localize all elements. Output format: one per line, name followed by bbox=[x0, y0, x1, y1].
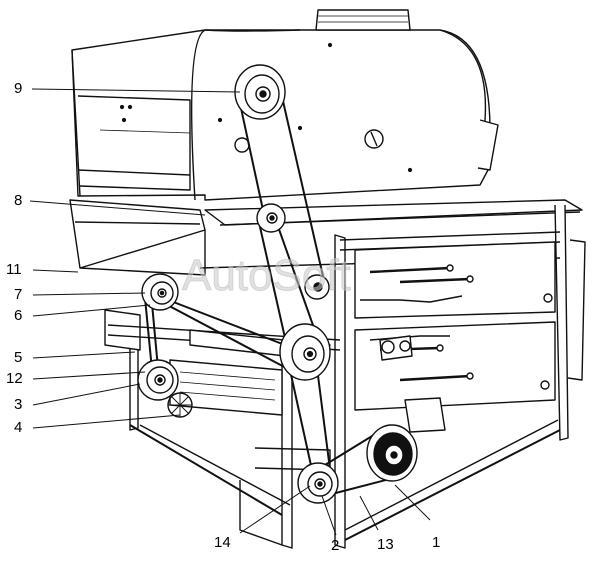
callout-14: 14 bbox=[214, 534, 231, 551]
watermark: AutoSoft bbox=[182, 251, 351, 300]
callout-8: 8 bbox=[14, 192, 23, 209]
leader-2 bbox=[321, 495, 337, 536]
leader-7 bbox=[32, 292, 146, 296]
callout-12: 12 bbox=[6, 370, 23, 387]
leader-12 bbox=[32, 371, 146, 380]
callout-11: 11 bbox=[6, 261, 22, 278]
pulley-2 bbox=[297, 462, 339, 504]
callout-13: 13 bbox=[377, 536, 394, 553]
callout-9: 9 bbox=[14, 80, 23, 97]
pulley-right-top bbox=[304, 274, 330, 300]
leader-9 bbox=[31, 88, 241, 93]
leader-13 bbox=[359, 495, 379, 531]
leader-lines bbox=[29, 88, 431, 536]
pulley-1 bbox=[366, 424, 418, 482]
pulley-3 bbox=[137, 359, 179, 401]
leader-6 bbox=[32, 304, 151, 317]
callout-2: 2 bbox=[331, 537, 340, 554]
callout-6: 6 bbox=[14, 307, 23, 324]
top-housing bbox=[71, 9, 499, 201]
leader-14 bbox=[239, 485, 311, 534]
pulley-9 bbox=[234, 64, 286, 120]
pulley-center bbox=[279, 323, 331, 381]
callout-1: 1 bbox=[432, 534, 441, 551]
leader-4 bbox=[32, 414, 181, 429]
callout-7: 7 bbox=[14, 286, 23, 303]
callout-3: 3 bbox=[14, 396, 23, 413]
callout-4: 4 bbox=[14, 419, 23, 436]
leader-5 bbox=[32, 351, 136, 359]
leader-11 bbox=[32, 269, 79, 273]
belts bbox=[144, 84, 406, 496]
sieve-boxes bbox=[354, 239, 586, 433]
leader-1 bbox=[394, 484, 431, 521]
pulley-7 bbox=[141, 273, 179, 311]
leader-8 bbox=[29, 200, 206, 216]
callout-5: 5 bbox=[14, 349, 23, 366]
pulley-8 bbox=[256, 203, 286, 233]
leader-3 bbox=[32, 383, 141, 406]
motor-mount bbox=[379, 335, 413, 361]
